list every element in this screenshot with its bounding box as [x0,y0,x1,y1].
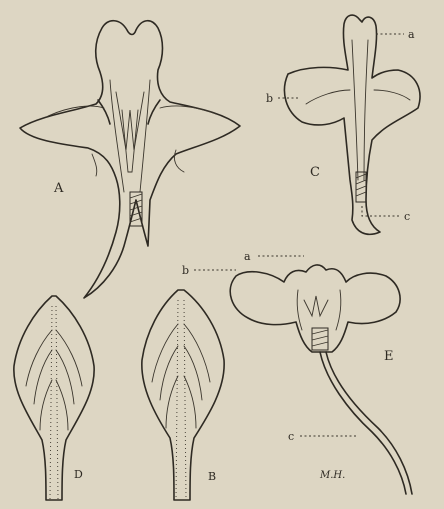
figure-b-petal: B [142,290,224,500]
label-c-a: a [408,28,415,41]
label-e-c: c [288,430,294,443]
label-c-b: b [266,92,273,105]
figure-c-flower: a b c C [266,15,420,234]
figure-a-flower: A [20,21,240,298]
label-a: A [53,181,64,196]
label-e-b: b [182,264,189,277]
label-d: D [74,468,83,481]
figure-d-petal: D [14,296,94,500]
label-c: C [310,165,320,180]
label-b: B [208,470,216,483]
figure-e-flower: a b c E [182,250,412,494]
label-c-c: c [404,210,410,223]
label-e-a: a [244,250,251,263]
label-e: E [384,349,394,364]
artist-signature: M.H. [319,470,345,481]
